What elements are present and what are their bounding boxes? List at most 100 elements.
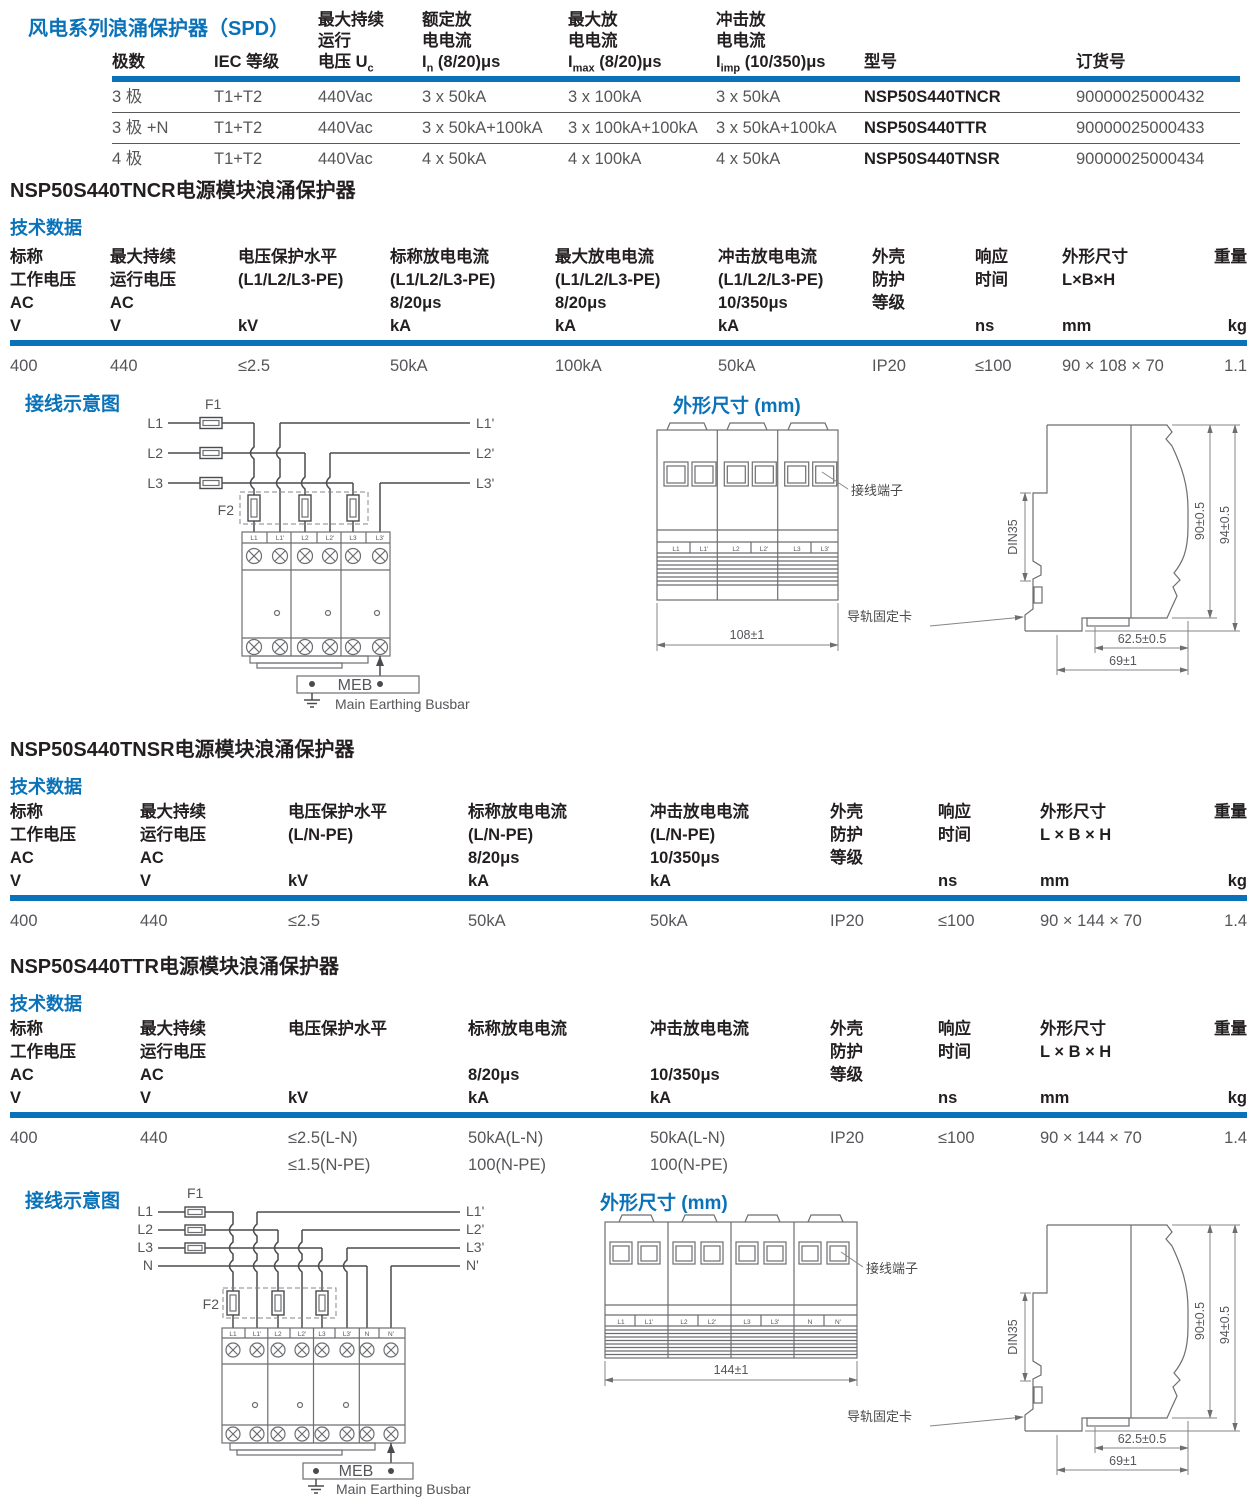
line-label-l2: L2 [147, 445, 163, 461]
terminal-label: L2' [708, 1319, 716, 1326]
wiring-diagram-heading: 接线示意图 [25, 1191, 121, 1212]
terminal-label: L1' [645, 1319, 653, 1326]
col-header-poles: 极数 [112, 53, 145, 71]
tech-table-values: 400 440 ≤2.5 50kA 50kA IP20 ≤100 90 × 14… [10, 901, 1247, 935]
cell-iimp: 4 x 50kA [716, 150, 781, 168]
value-up: ≤2.5(L-N)≤1.5(N-PE) [288, 1129, 371, 1174]
cell-in: 4 x 50kA [422, 150, 487, 168]
cell-poles: 4 极 [112, 150, 143, 168]
f2-fuses: F2 [218, 491, 369, 525]
line-label-l1: L1 [137, 1203, 153, 1219]
f1-label: F1 [205, 398, 222, 412]
col-header-model: 型号 [864, 53, 897, 71]
section-heading-tnsr: NSP50S440TNSR电源模块浪涌保护器 [10, 739, 355, 761]
terminal-label: L3 [349, 535, 357, 542]
terminal-label: N' [835, 1319, 841, 1326]
side-outline [1024, 424, 1189, 632]
value-iimp: 50kA [718, 357, 756, 375]
section-heading-tncr: NSP50S440TNCR电源模块浪涌保护器 [10, 180, 356, 202]
status-indicator [273, 609, 281, 617]
col-header-order: 订货号 [1076, 53, 1126, 71]
table-divider-bar [112, 76, 1240, 82]
terminal-label: L2 [680, 1319, 688, 1326]
page-title: 风电系列浪涌保护器（SPD） [28, 18, 290, 40]
terminal-label: L2 [301, 535, 309, 542]
screw-terminals-top [225, 1342, 399, 1358]
housing: L1 L1' L2 L2' L3 L3' [656, 422, 839, 601]
terminal-label: N [365, 1331, 370, 1338]
cell-uc: 440Vac [318, 88, 373, 106]
value-iimp: 50kA(L-N)100(N-PE) [650, 1129, 728, 1174]
terminal-callout-label: 接线端子 [866, 1261, 918, 1276]
din-rail-label: DIN35 [1006, 519, 1020, 554]
width-dimension: 144±1 [604, 1361, 858, 1386]
line-label-l3: L3 [137, 1239, 153, 1255]
f1-fuses: F1 [199, 398, 223, 490]
col-header-in: 额定放电电流 In (8/20)μs [422, 11, 501, 75]
terminal-label: L2' [760, 546, 768, 553]
terminal-label: L2' [326, 535, 334, 542]
cell-imax: 3 x 100kA [568, 88, 642, 106]
terminal-label: L3 [318, 1331, 326, 1338]
col-ip: 外壳防护等级 [830, 803, 863, 867]
cell-iec: T1+T2 [214, 150, 263, 168]
terminal-label: L1' [276, 535, 284, 542]
f1-fuses: F1 [184, 1185, 206, 1254]
din-dimension: DIN35 [1006, 1292, 1031, 1382]
col-header-uc: 最大持续运行 电压 Uc [318, 11, 384, 75]
col-header-imax: 最大放电电流 Imax (8/20)μs [568, 11, 662, 75]
value-size: 90 × 144 × 70 [1040, 1129, 1142, 1147]
meb-full-label: Main Earthing Busbar [335, 696, 470, 712]
tech-data-label: 技术数据 [10, 994, 82, 1014]
value-weight: 1.4 [1224, 912, 1247, 930]
depth2-dim-label: 69±1 [1109, 654, 1137, 668]
terminal-label: L3' [343, 1331, 351, 1338]
value-voltage: 400 [10, 1129, 38, 1147]
side-view-1: 90±0.5 94±0.5 DIN35 62.5±0.5 69±1 导轨固定卡 [847, 424, 1240, 675]
value-voltage: 400 [10, 912, 38, 930]
cell-in: 3 x 50kA+100kA [422, 119, 543, 137]
col-ip: 外壳防护等级 [872, 248, 905, 312]
value-in: 50kA [468, 912, 506, 930]
terminal-callout: 接线端子 [821, 471, 903, 498]
family-table: 极数 IEC 等级 最大持续运行 电压 Uc 额定放电电流 In (8/20)μ… [112, 10, 1240, 174]
status-indicator [373, 609, 381, 617]
dimensions-heading: 外形尺寸 (mm) [600, 1193, 728, 1214]
value-size: 90 × 108 × 70 [1062, 357, 1164, 375]
cell-uc: 440Vac [318, 150, 373, 168]
line-label-l2: L2 [137, 1221, 153, 1237]
earthing: MEB Main Earthing Busbar [296, 656, 470, 712]
cell-order: 90000025000434 [1076, 150, 1205, 168]
rail-clip-callout: 导轨固定卡 [847, 609, 1024, 627]
table-divider-bar [10, 895, 1247, 901]
cell-poles: 3 极 +N [112, 119, 169, 137]
tech-data-label: 技术数据 [10, 777, 82, 797]
section-heading-ttr: NSP50S440TTR电源模块浪涌保护器 [10, 956, 339, 978]
height-dim-label: 90±0.5 [1193, 502, 1207, 540]
value-size: 90 × 144 × 70 [1040, 912, 1142, 930]
din-dimension: DIN35 [1006, 492, 1031, 582]
height-dim-label: 90±0.5 [1193, 1302, 1207, 1340]
width-dim-label: 144±1 [714, 1363, 749, 1377]
terminal-windows [663, 461, 838, 487]
value-up: ≤2.5 [238, 357, 270, 375]
table-row: 4 极 T1+T2 440Vac 4 x 50kA 4 x 100kA 4 x … [112, 144, 1240, 174]
meb-label: MEB [339, 1463, 374, 1480]
value-uc: 440 [140, 912, 168, 930]
cell-iimp: 3 x 50kA+100kA [716, 119, 837, 137]
line-label-l2-out: L2' [466, 1221, 484, 1237]
housing: L1 L1' L2 L2' L3 L3' N N' [604, 1214, 858, 1359]
table-divider-bar [10, 340, 1247, 346]
line-label-n: N [143, 1257, 153, 1273]
tech-table-values: 400 440 ≤2.5(L-N)≤1.5(N-PE) 50kA(L-N)100… [10, 1118, 1247, 1179]
